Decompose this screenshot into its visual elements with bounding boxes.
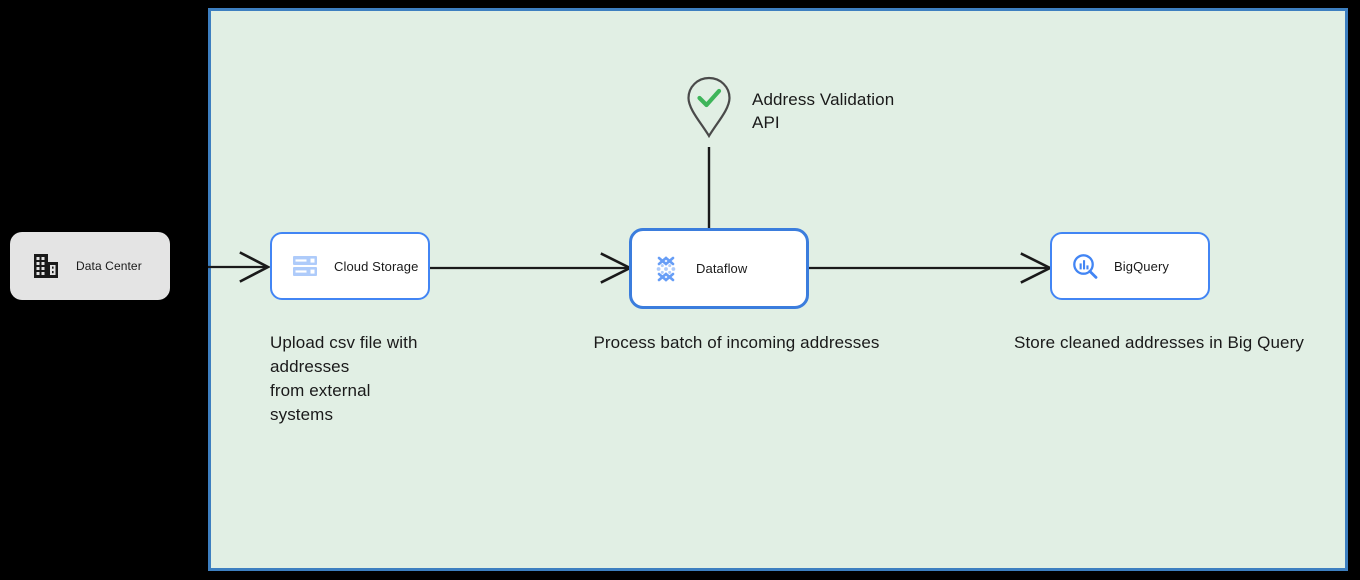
node-bigquery[interactable]: BigQuery xyxy=(1050,232,1210,300)
dataflow-icon xyxy=(650,253,682,285)
cloud-storage-icon xyxy=(290,251,320,281)
node-label-data-center: Data Center xyxy=(76,259,142,273)
node-dataflow[interactable]: Dataflow xyxy=(629,228,809,309)
node-address-validation-api[interactable]: Address Validation API xyxy=(686,76,895,139)
node-data-center[interactable]: Data Center xyxy=(10,232,170,300)
node-label-bigquery: BigQuery xyxy=(1114,258,1169,274)
bigquery-icon xyxy=(1070,251,1100,281)
caption-store: Store cleaned addresses in Big Query xyxy=(1014,333,1304,352)
node-label-dataflow: Dataflow xyxy=(696,261,748,276)
caption-upload: Upload csv file with addresses from exte… xyxy=(270,333,418,424)
node-label-address-validation-api: Address Validation API xyxy=(752,90,895,132)
node-label-cloud-storage: Cloud Storage xyxy=(334,258,419,274)
caption-process: Process batch of incoming addresses xyxy=(593,333,880,352)
data-center-building-icon xyxy=(32,252,60,280)
node-cloud-storage[interactable]: Cloud Storage xyxy=(270,232,430,300)
map-pin-check-icon xyxy=(686,76,732,139)
